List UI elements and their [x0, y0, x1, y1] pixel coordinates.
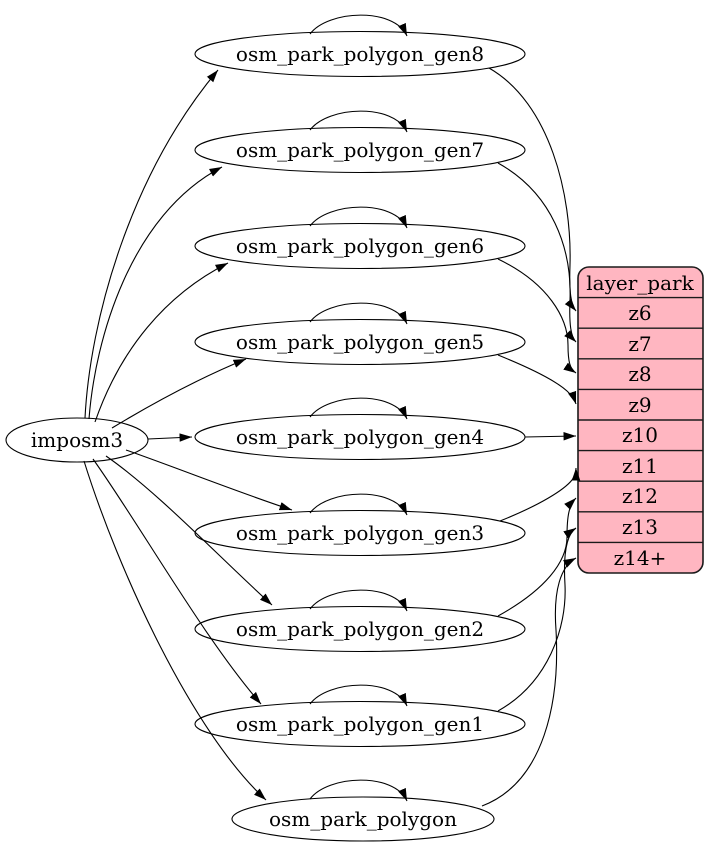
table-label: osm_park_polygon_gen7	[236, 138, 484, 162]
layer-row-z7: z7	[628, 332, 651, 356]
layer-row-z11: z11	[622, 454, 658, 478]
table-label: osm_park_polygon_gen1	[236, 712, 484, 736]
layer-row-z12: z12	[622, 484, 658, 508]
edge-gen5-to-z9	[497, 354, 577, 405]
table-label: osm_park_polygon_gen5	[236, 330, 484, 354]
imposm3-label: imposm3	[31, 428, 123, 452]
node-osm_park_polygon_gen6: osm_park_polygon_gen6	[194, 222, 526, 270]
table-label: osm_park_polygon_gen4	[236, 425, 484, 449]
self-loop-osm_park_polygon	[309, 779, 408, 802]
layer-row-z9: z9	[628, 393, 651, 417]
edge-gen3-to-z11	[499, 467, 581, 522]
table-ellipse	[231, 796, 495, 842]
node-osm_park_polygon_gen7: osm_park_polygon_gen7	[194, 126, 526, 174]
layer-row-z8: z8	[628, 362, 651, 386]
layer-row-z14: z14+	[614, 546, 667, 570]
layer-park-title: layer_park	[586, 271, 694, 295]
table-label: osm_park_polygon_gen2	[236, 617, 484, 641]
edge-gen6-to-z8	[497, 258, 577, 374]
edge-imposm3-to-gen2	[105, 455, 273, 606]
edge-imposm3-to-gen4	[147, 433, 193, 442]
node-osm_park_polygon_gen3: osm_park_polygon_gen3	[194, 509, 526, 557]
table-ellipse	[194, 700, 526, 748]
edge-gen7-to-z7	[497, 162, 577, 343]
self-loop-gen6	[309, 206, 408, 229]
edge-imposm3-to-gen7	[88, 166, 223, 420]
node-osm_park_polygon_gen1: osm_park_polygon_gen1	[194, 700, 526, 748]
node-layer_park: layer_park z6 z7 z8 z9 z10 z11 z12 z13 z…	[577, 266, 704, 574]
node-osm_park_polygon_gen2: osm_park_polygon_gen2	[194, 605, 526, 653]
self-loop-gen7	[309, 110, 408, 133]
node-osm_park_polygon_gen5: osm_park_polygon_gen5	[194, 318, 526, 366]
edge-imposm3-to-gen6	[94, 262, 229, 423]
self-loop-gen8	[309, 14, 408, 37]
edge-gen2-to-z12	[497, 497, 577, 617]
self-loop-gen1	[309, 684, 408, 707]
edge-imposm3-to-gen5	[111, 358, 247, 429]
edge-imposm3-to-gen1	[92, 458, 262, 705]
node-osm_park_polygon_gen4: osm_park_polygon_gen4	[194, 413, 526, 461]
table-ellipse	[194, 509, 526, 557]
self-loop-gen5	[309, 302, 408, 325]
table-ellipse	[194, 222, 526, 270]
node-osm_park_polygon: osm_park_polygon	[231, 796, 495, 842]
table-ellipse	[194, 126, 526, 174]
self-loop-gen4	[309, 397, 408, 420]
self-loop-gen3	[309, 493, 408, 516]
table-label: osm_park_polygon_gen6	[236, 234, 484, 258]
table-ellipse	[194, 605, 526, 653]
layer-row-z6: z6	[628, 301, 651, 325]
edge-gen4-to-z10	[524, 432, 577, 441]
edge-gen1-to-z13	[497, 527, 577, 712]
table-label: osm_park_polygon_gen8	[236, 42, 484, 66]
table-label: osm_park_polygon_gen3	[236, 521, 484, 545]
edge-imposm3-to-gen8	[84, 69, 219, 419]
edge-imposm3-to-gen3	[125, 449, 293, 511]
edge-gen8-to-z6	[488, 67, 577, 312]
layer-row-z10: z10	[622, 423, 658, 447]
table-ellipse	[194, 318, 526, 366]
edge-imposm3-to-osm_park_polygon	[83, 460, 267, 801]
table-label: osm_park_polygon	[269, 807, 457, 831]
self-loop-gen2	[309, 589, 408, 612]
layer-row-z13: z13	[622, 515, 658, 539]
node-osm_park_polygon_gen8: osm_park_polygon_gen8	[194, 30, 526, 78]
edge-osm_park_polygon-to-z14	[481, 557, 577, 807]
node-imposm3: imposm3	[5, 417, 149, 463]
table-ellipse	[194, 30, 526, 78]
imposm3-ellipse	[5, 417, 149, 463]
